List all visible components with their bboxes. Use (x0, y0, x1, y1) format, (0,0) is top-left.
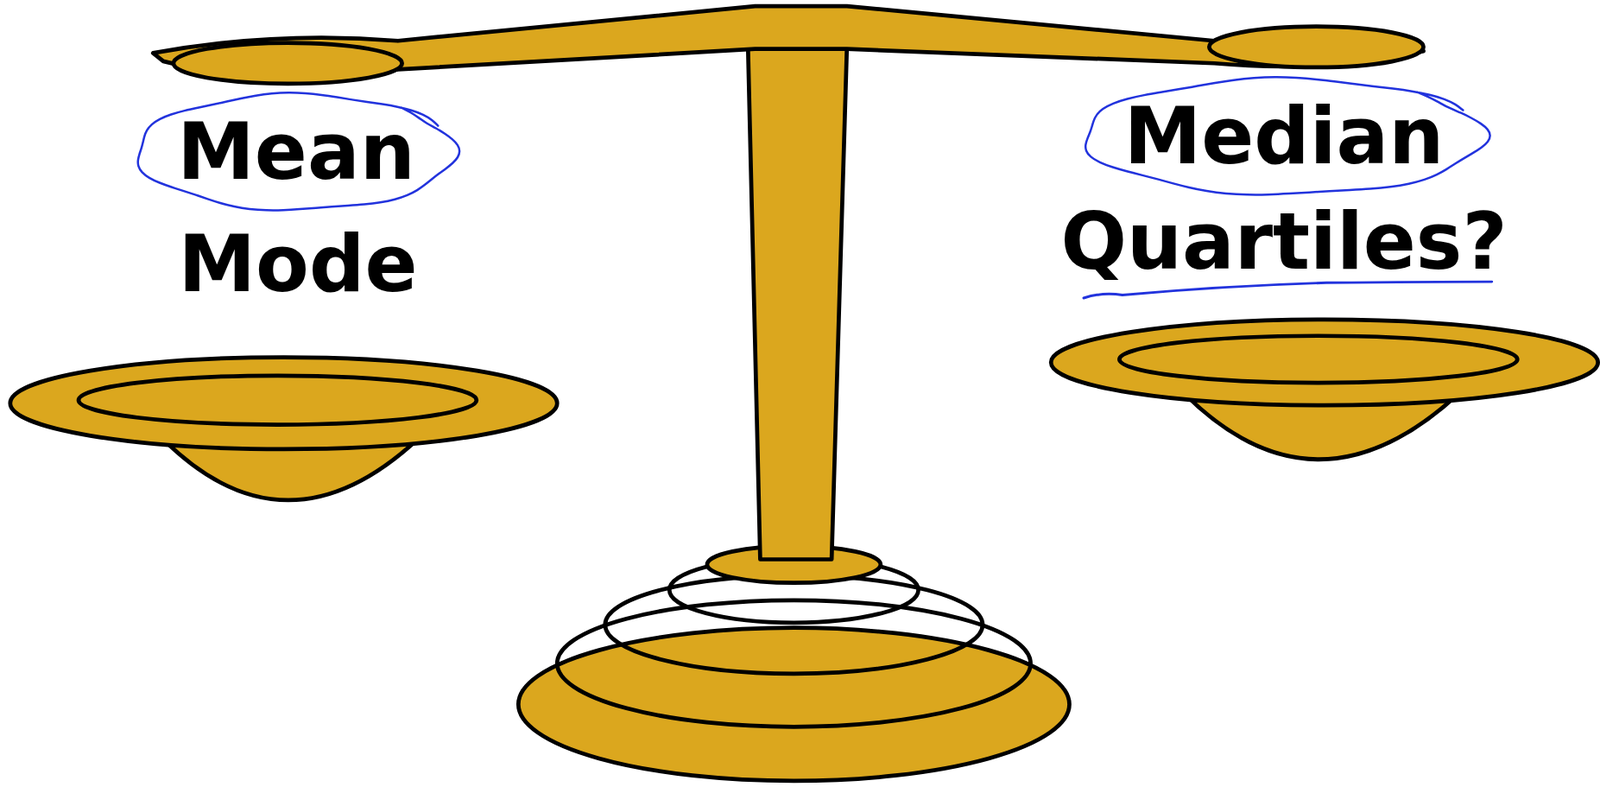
term-text: Mode (178, 225, 418, 304)
term-text: Mean (177, 113, 415, 191)
pan-hanger (1208, 26, 1423, 68)
underline-mark (1083, 281, 1493, 298)
scale-pan (10, 357, 557, 450)
circled-term: Mean (133, 91, 458, 213)
scale-pan (1050, 319, 1598, 405)
scale-pan (78, 375, 477, 425)
scale-base (556, 600, 1031, 728)
pan-hanger (173, 43, 403, 84)
scale-post (747, 45, 848, 559)
circled-term: Median (1081, 75, 1488, 197)
circle-mark (1085, 76, 1490, 195)
circle-mark (138, 92, 460, 210)
scale-pan (1119, 335, 1518, 383)
scale-base (518, 627, 1069, 781)
term-text: Median (1124, 97, 1445, 176)
term-text: Quartiles? (1060, 202, 1507, 281)
